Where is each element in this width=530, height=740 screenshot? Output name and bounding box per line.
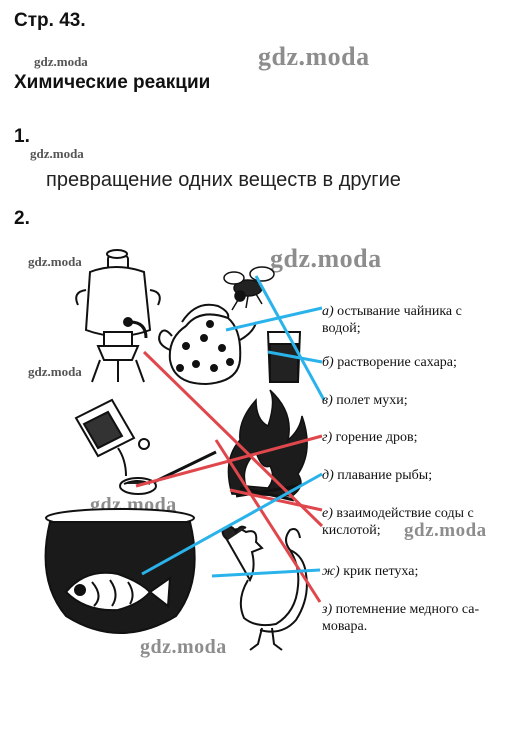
list-item-b: б) растворение сахара; xyxy=(322,355,457,370)
fly-icon xyxy=(223,266,275,311)
fire-icon xyxy=(227,389,308,502)
teapot-icon xyxy=(158,303,257,386)
watermark: gdz.moda xyxy=(258,42,370,71)
list-item-e: е) взаимодействие соды с кислотой; xyxy=(322,506,474,538)
list-item-z: з) потемнение медного са- мовара. xyxy=(322,602,480,634)
topic-title: Химические реакции xyxy=(14,72,211,93)
watermark: gdz.moda xyxy=(30,146,84,161)
watermark: gdz.moda xyxy=(404,520,487,541)
watermark: gdz.moda xyxy=(270,244,382,273)
watermark: gdz.moda xyxy=(28,364,82,379)
watermark: gdz.moda xyxy=(34,54,88,69)
list-item-v: в) полет мухи; xyxy=(322,393,408,408)
list-item-a: а) остывание чайника с водой; xyxy=(322,304,462,336)
task1-answer: превращение одних веществ в другие xyxy=(46,169,401,191)
page-label: Стр. 43. xyxy=(14,10,86,31)
blue-connection-lines xyxy=(141,275,326,578)
soda-box-icon xyxy=(74,398,150,477)
list-item-g: г) горение дров; xyxy=(322,430,418,445)
samovar-icon xyxy=(75,249,161,383)
watermark: gdz.moda xyxy=(28,254,82,269)
list-item-zh: ж) крик петуха; xyxy=(322,564,419,579)
task2-number: 2. xyxy=(14,208,30,229)
task1-number: 1. xyxy=(14,126,30,147)
rooster-icon xyxy=(221,525,308,651)
watermark: gdz.moda xyxy=(140,636,227,658)
spoon-icon xyxy=(119,450,217,495)
fish-bowl-icon xyxy=(44,508,196,634)
list-item-d: д) плавание рыбы; xyxy=(322,468,433,483)
